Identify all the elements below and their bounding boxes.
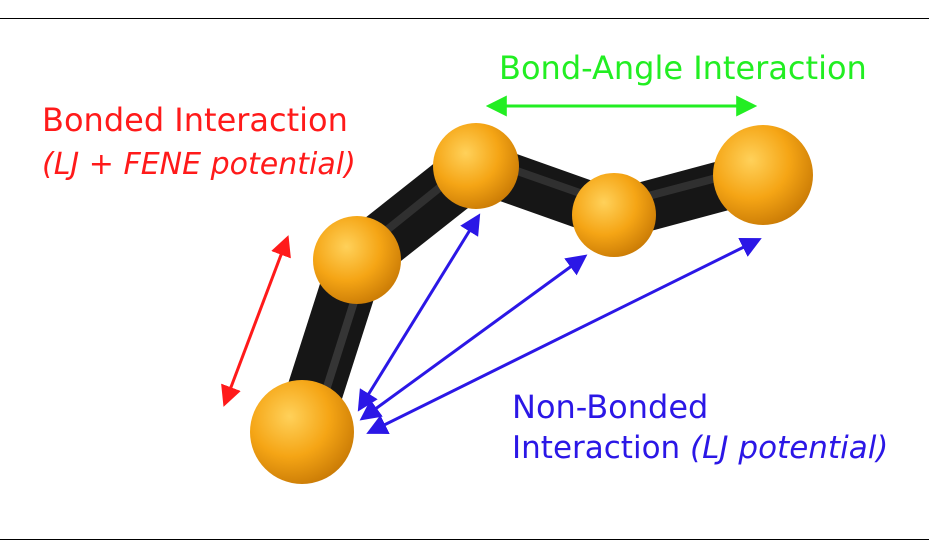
nonbonded-subtitle: Interaction (LJ potential): [512, 433, 888, 464]
bonded-arrow: [221, 235, 291, 407]
nonbonded-title: Non-Bonded: [512, 388, 709, 426]
bonded-title: Bonded Interaction: [42, 101, 348, 139]
bead-4: [572, 173, 656, 257]
bead-3: [433, 123, 519, 209]
bead-5: [713, 125, 813, 225]
bond-angle-label: Bond-Angle Interaction: [499, 49, 867, 87]
bonded-subtitle: (LJ + FENE potential): [42, 147, 356, 182]
top-rule: [0, 18, 929, 19]
bead-2: [313, 216, 401, 304]
nonbonded-subtitle-italic: (LJ potential): [690, 430, 889, 466]
nonbonded-subtitle-text: Interaction: [512, 430, 691, 466]
bead-1: [250, 380, 354, 484]
nonbonded-arrow-3: [366, 238, 762, 434]
bottom-rule: [0, 539, 929, 540]
